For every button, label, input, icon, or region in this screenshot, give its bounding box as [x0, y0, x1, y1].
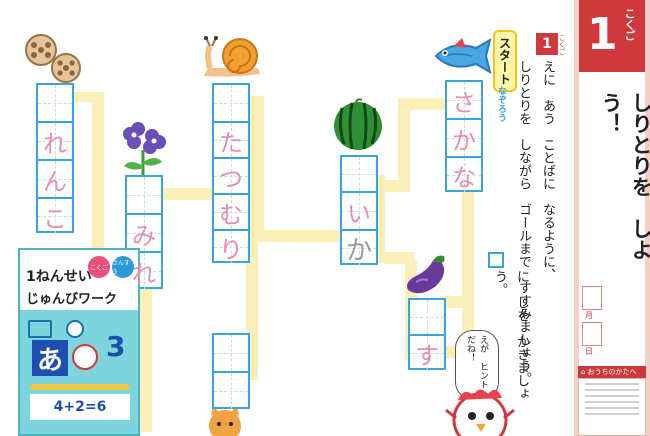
violet-flower-icon — [123, 122, 166, 176]
badge-kokugo: こくご — [88, 256, 110, 278]
word-grid-eggplant: す — [408, 298, 446, 370]
trace-hint-label: なぞろう — [496, 86, 506, 122]
mascot-character-icon — [445, 389, 515, 436]
answer-cell[interactable] — [127, 177, 161, 213]
book-title-line2: じゅんびワーク — [26, 292, 118, 307]
answer-cell[interactable] — [214, 371, 248, 409]
badge-sansu: さんすう — [112, 256, 134, 278]
watermelon-icon — [334, 98, 382, 150]
book-title-line1: 1ねんせい — [26, 269, 92, 285]
word-grid-snail: た つ む り — [212, 83, 250, 264]
trace-kana: む — [219, 200, 243, 229]
parent-note-label: おうちのかたへ — [587, 368, 637, 376]
mascot-small-icon — [72, 344, 98, 370]
word-grid-tiger — [212, 333, 250, 409]
word-grid-watermelon: い か — [340, 155, 378, 266]
trace-kana: ん — [43, 167, 67, 196]
date-day-box[interactable] — [582, 322, 602, 346]
answer-cell[interactable] — [38, 85, 72, 121]
pencil-icon — [30, 384, 130, 390]
eggplant-icon — [407, 255, 445, 294]
page-title: しりとりを しよう！ — [599, 92, 650, 260]
trace-kana: い — [347, 199, 371, 228]
fish-icon — [434, 37, 492, 75]
trace-kana: み — [132, 221, 156, 250]
answer-box-sample — [488, 252, 504, 268]
instruction-line-3: に じを かきましょう。 — [492, 270, 529, 400]
trace-kana: な — [452, 163, 476, 192]
lotus-root-icon — [25, 34, 81, 83]
word-grid-violet: み れ — [125, 175, 163, 289]
trace-kana: つ — [219, 164, 243, 193]
book-cover: 1ねんせい じゅんびワーク こくご さんすう あ 3 4+2=6 — [18, 248, 140, 436]
start-label: スタート — [493, 30, 517, 92]
subject-label: こくご — [623, 8, 636, 41]
clock-icon — [66, 320, 84, 338]
date-month-box[interactable] — [582, 286, 602, 310]
instruction-line-1: えに あう ことばに なるように、 — [540, 60, 555, 281]
answer-cell[interactable] — [214, 335, 248, 371]
answer-cell[interactable] — [214, 85, 248, 121]
trace-kana: れ — [132, 259, 156, 288]
word-grid-fish: さ か な — [445, 80, 483, 192]
date-month-label: 月 — [585, 311, 593, 320]
trace-kana: か — [452, 126, 476, 155]
lesson-header: 1 こくご — [579, 0, 645, 72]
answer-cell[interactable] — [410, 300, 444, 334]
word-grid-lotus-root: れ ん こ — [36, 83, 74, 233]
filled-kana: か — [345, 235, 372, 266]
book-number: 3 — [106, 330, 126, 363]
instruction-line-2: しりとりを しながら ゴールまで すすみましょう。 — [516, 60, 531, 385]
house-icon: ⌂ — [581, 368, 586, 376]
book-icon — [28, 320, 52, 338]
parent-note-body — [578, 378, 646, 436]
book-char: あ — [32, 340, 68, 376]
parent-note-header: ⌂ おうちのかたへ — [578, 366, 646, 378]
book-equation: 4+2=6 — [30, 394, 130, 420]
trace-kana: れ — [43, 129, 67, 158]
tiger-icon — [209, 406, 241, 436]
trace-kana: た — [219, 128, 243, 157]
trace-kana: す — [415, 341, 439, 370]
snail-icon — [204, 36, 260, 77]
date-day-label: 日 — [585, 347, 593, 356]
trace-kana: り — [219, 235, 243, 264]
lesson-number-badge: 1 — [536, 33, 558, 55]
trace-kana: さ — [452, 88, 476, 117]
lesson-subject-tag: こくご — [558, 34, 566, 55]
answer-cell[interactable] — [342, 157, 376, 191]
lesson-number-large: 1 — [587, 9, 618, 60]
trace-kana: こ — [43, 204, 67, 233]
